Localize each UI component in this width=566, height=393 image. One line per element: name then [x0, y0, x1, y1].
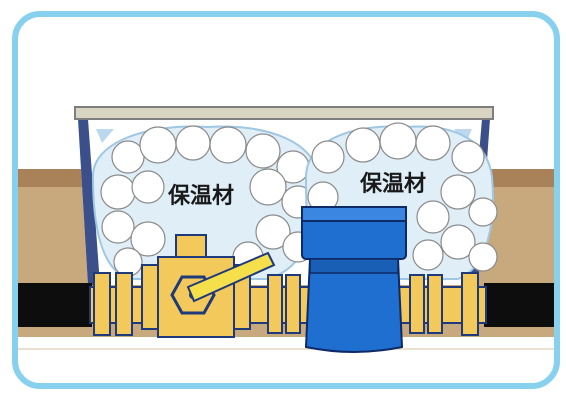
- cotton-puff: [100, 174, 136, 210]
- cotton-puff: [175, 125, 211, 161]
- cotton-puff: [130, 221, 166, 257]
- cotton-puff: [416, 200, 450, 234]
- cotton-puff: [245, 133, 281, 169]
- cotton-puff: [451, 140, 485, 174]
- cotton-cluster-right: [307, 122, 498, 272]
- valve-lever: [186, 251, 276, 303]
- illustration-frame: 保温材 保温材: [12, 11, 560, 389]
- cotton-cluster-left: [100, 125, 315, 277]
- black-pipe-left: [18, 283, 92, 327]
- cotton-puff: [345, 127, 381, 163]
- insulation-bag-left: [91, 125, 320, 280]
- gate-valve-icon: [141, 234, 276, 338]
- cotton-puff: [111, 140, 145, 174]
- insulation-label-left: 保温材: [167, 184, 234, 209]
- black-pipe-right: [484, 283, 554, 327]
- cotton-puff: [209, 126, 247, 164]
- pit-cover: [74, 106, 494, 120]
- water-meter-pit-illustration: 保温材 保温材: [18, 106, 554, 353]
- cotton-puff: [379, 122, 417, 160]
- cotton-puff: [113, 247, 143, 277]
- water-meter-icon: [301, 206, 407, 353]
- cotton-puff: [468, 197, 498, 227]
- cotton-puff: [255, 214, 291, 250]
- cotton-puff: [440, 224, 476, 260]
- cotton-puff: [101, 210, 135, 244]
- cotton-puff: [440, 174, 476, 210]
- cotton-puff: [311, 140, 345, 174]
- cotton-puff: [412, 239, 444, 271]
- insulation-label-right: 保温材: [359, 172, 426, 197]
- cotton-puff: [415, 125, 451, 161]
- cotton-puff: [468, 242, 498, 272]
- cotton-puff: [139, 126, 177, 164]
- cotton-puff: [249, 168, 287, 206]
- cotton-puff: [131, 170, 165, 204]
